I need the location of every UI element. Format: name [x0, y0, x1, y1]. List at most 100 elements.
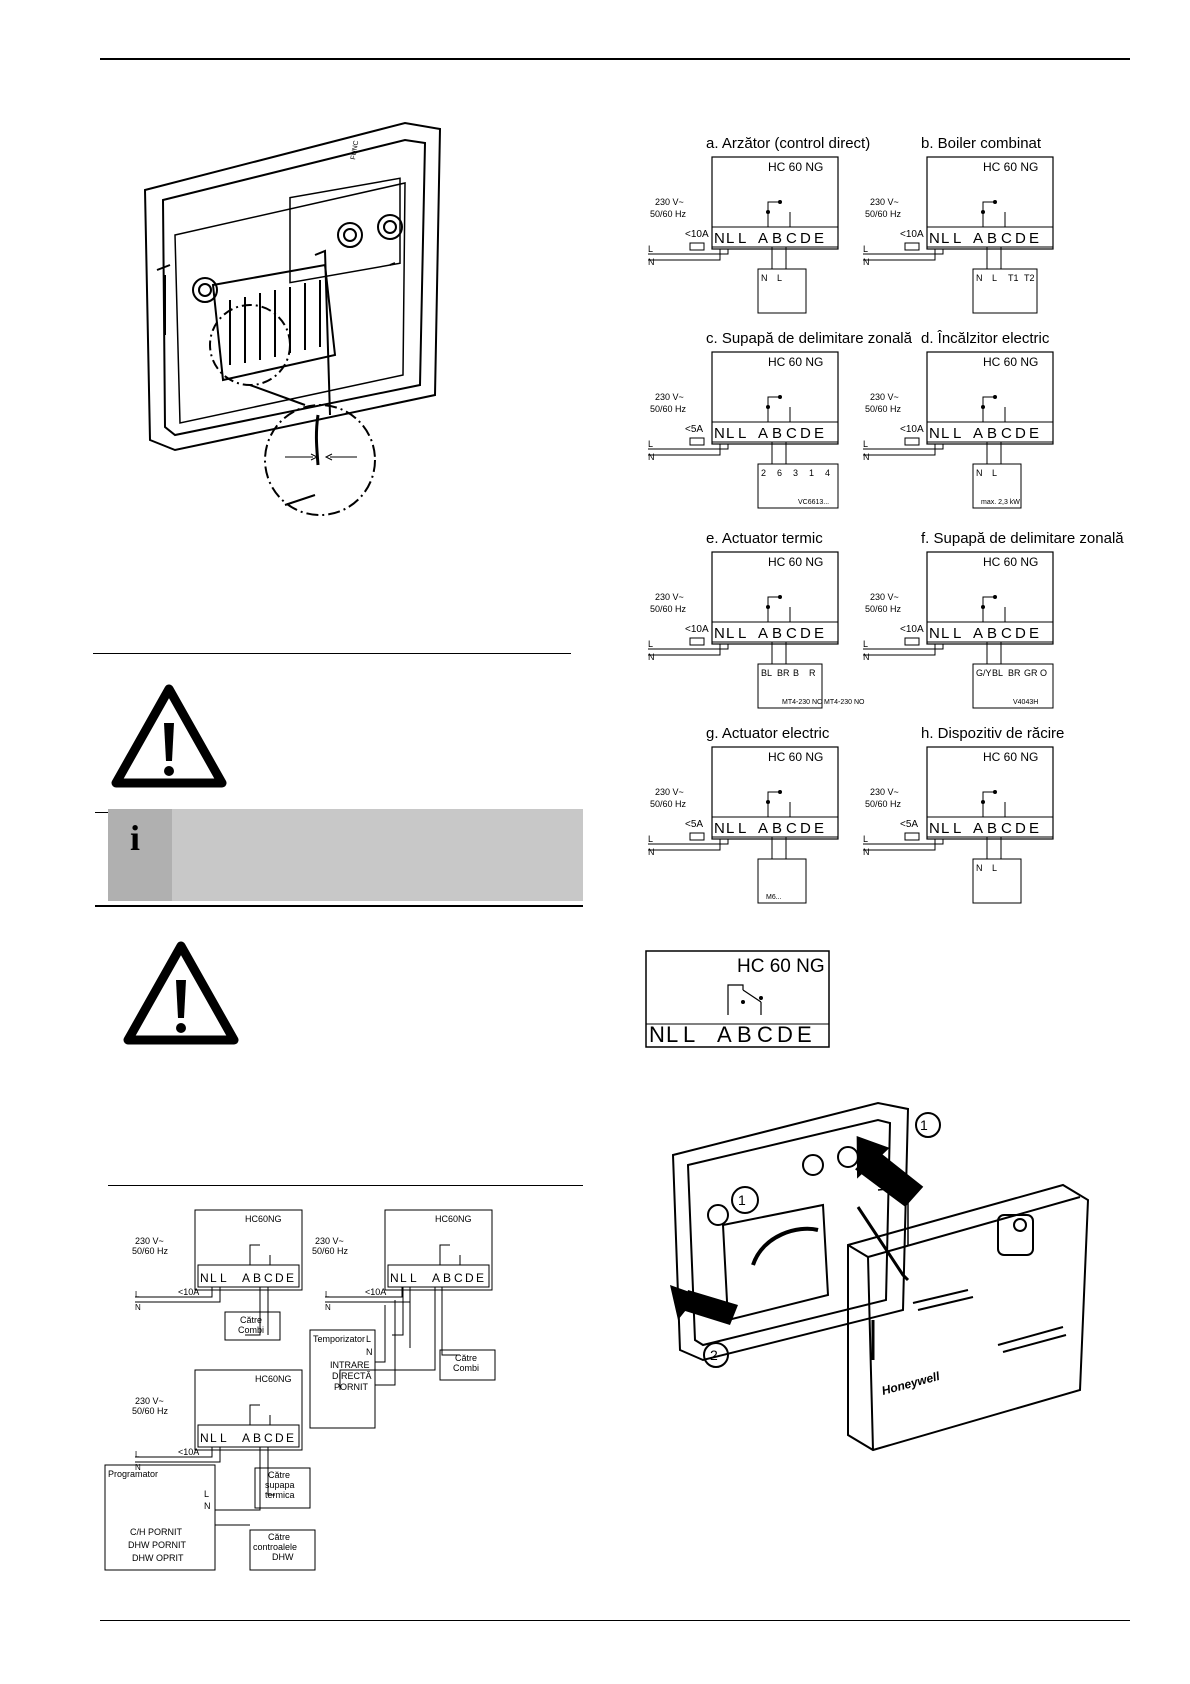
- panel-fuse-g: <5A: [685, 819, 703, 830]
- terminal-l: L: [941, 625, 949, 642]
- combi-terminal-a: A: [242, 1271, 250, 1285]
- panel-n-f: N: [863, 652, 870, 662]
- panel-title-h: h. Dispozitiv de răcire: [921, 725, 1065, 742]
- terminal-c: C: [1001, 425, 1012, 442]
- terminal-e: E: [1029, 625, 1039, 642]
- panel-model-g: HC 60 NG: [768, 750, 823, 764]
- to-thermal-1: Către: [268, 1470, 290, 1480]
- section-rule-1: [93, 653, 571, 654]
- terminal-a: A: [973, 230, 983, 247]
- to-dhw-2: controalele: [253, 1542, 297, 1552]
- timer-n: N: [366, 1347, 373, 1357]
- panel-n-d: N: [863, 452, 870, 462]
- panel-model-e: HC 60 NG: [768, 555, 823, 569]
- terminal-d: D: [1015, 425, 1026, 442]
- terminal-a: A: [973, 820, 983, 837]
- section-rule-3: [95, 905, 583, 907]
- combi-terminal-l: L: [400, 1271, 407, 1285]
- panel-l-b: L: [863, 244, 868, 254]
- terminal-d: D: [1015, 820, 1026, 837]
- combi-terminal-l: L: [220, 1271, 227, 1285]
- combi-terminal-c: C: [264, 1271, 273, 1285]
- terminal-d: D: [1015, 625, 1026, 642]
- combi-model-1: HC60NG: [245, 1214, 282, 1224]
- programmer-n: N: [204, 1501, 211, 1511]
- load-terminal: N: [976, 273, 983, 283]
- panel-l-c: L: [648, 439, 653, 449]
- terminal-e: E: [814, 820, 824, 837]
- panel-title-b: b. Boiler combinat: [921, 135, 1042, 152]
- terminal-l: L: [953, 820, 961, 837]
- terminal-c: C: [1001, 230, 1012, 247]
- terminal-c: C: [786, 425, 797, 442]
- panel-fuse-d: <10A: [900, 424, 924, 435]
- programmer-out-2: DHW PORNIT: [128, 1540, 186, 1550]
- combi-terminal-l: L: [220, 1431, 227, 1445]
- combi-terminal-n: N: [390, 1271, 399, 1285]
- panel-l-a: L: [648, 244, 653, 254]
- programmer-label: Programator: [108, 1469, 158, 1479]
- terminal-d: D: [800, 425, 811, 442]
- combi-terminal-e: E: [476, 1271, 484, 1285]
- terminal-a: A: [758, 425, 768, 442]
- terminal-b: B: [772, 425, 782, 442]
- panel-supply-a: 230 V~: [655, 197, 684, 207]
- terminal-n: N: [714, 230, 725, 247]
- timer-label: Temporizator: [313, 1334, 365, 1344]
- panel-title-g: g. Actuator electric: [706, 725, 830, 742]
- load-terminal: G/Y: [976, 668, 992, 678]
- to-combi-1b: Combi: [238, 1325, 264, 1335]
- load-terminal: T2: [1024, 273, 1035, 283]
- device-label-d: max. 2,3 kW: [981, 499, 1020, 506]
- brand-logo: Honeywell: [880, 1369, 942, 1398]
- combi-fuse-1: <10A: [178, 1287, 199, 1297]
- terminal-b: B: [987, 820, 997, 837]
- big-terminal-d: D: [777, 1022, 793, 1047]
- to-combi-2b: Combi: [453, 1363, 479, 1373]
- load-terminal: N: [761, 273, 768, 283]
- terminal-l: L: [726, 230, 734, 247]
- panel-supply-c: 230 V~: [655, 392, 684, 402]
- terminal-l: L: [953, 425, 961, 442]
- combi-terminal-l: L: [410, 1271, 417, 1285]
- terminal-l: L: [738, 820, 746, 837]
- panel-hz-d: 50/60 Hz: [865, 404, 902, 414]
- combi-hz-2: 50/60 Hz: [312, 1246, 349, 1256]
- terminal-l: L: [738, 625, 746, 642]
- combi-supply-1: 230 V~: [135, 1236, 164, 1246]
- panel-hz-h: 50/60 Hz: [865, 799, 902, 809]
- panel-hz-b: 50/60 Hz: [865, 209, 902, 219]
- panel-hz-a: 50/60 Hz: [650, 209, 687, 219]
- header-rule: [100, 58, 1130, 60]
- panel-model-d: HC 60 NG: [983, 355, 1038, 369]
- to-combi-2a: Către: [455, 1353, 477, 1363]
- terminal-b: B: [772, 230, 782, 247]
- terminal-e: E: [814, 230, 824, 247]
- combi-terminal-a: A: [242, 1431, 250, 1445]
- svg-text:FUNC: FUNC: [350, 140, 360, 160]
- combi-n-3: N: [135, 1463, 141, 1472]
- combi-terminal-b: B: [443, 1271, 451, 1285]
- terminal-e: E: [814, 625, 824, 642]
- combi-terminal-l: L: [210, 1431, 217, 1445]
- wall-plate-illustration: FUNC: [143, 121, 442, 516]
- panel-title-f: f. Supapă de delimitare zonală: [921, 530, 1124, 547]
- terminal-l: L: [941, 425, 949, 442]
- panel-fuse-c: <5A: [685, 424, 703, 435]
- panel-model-c: HC 60 NG: [768, 355, 823, 369]
- big-terminal-b: B: [737, 1022, 752, 1047]
- load-terminal: O: [1040, 668, 1047, 678]
- terminal-a: A: [758, 625, 768, 642]
- programmer-l: L: [204, 1489, 209, 1499]
- terminal-b: B: [987, 230, 997, 247]
- panel-l-d: L: [863, 439, 868, 449]
- panel-hz-c: 50/60 Hz: [650, 404, 687, 414]
- terminal-n: N: [929, 230, 940, 247]
- terminal-c: C: [786, 625, 797, 642]
- panel-l-g: L: [648, 834, 653, 844]
- terminal-e: E: [1029, 425, 1039, 442]
- combi-l-1: L: [135, 1290, 140, 1299]
